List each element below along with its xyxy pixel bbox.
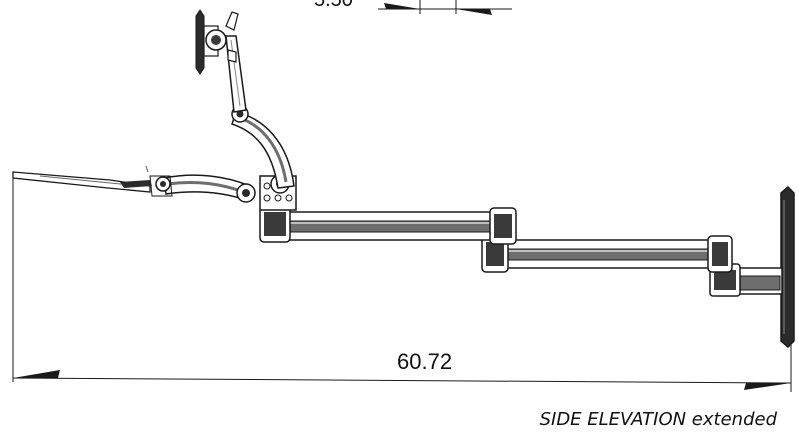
- monitor-tilt-head: [195, 9, 239, 75]
- dimension-arrow-right: [744, 383, 791, 390]
- top-dimension: 5.50: [314, 0, 512, 15]
- keyboard-tray: [12, 165, 152, 193]
- lower-extension-arm: [481, 235, 733, 273]
- overall-dimension-value: 60.72: [397, 349, 452, 374]
- top-dim-arrow-left: [384, 3, 420, 9]
- upper-extension-arm: [259, 205, 517, 245]
- wall-mount-plate: [780, 185, 795, 349]
- drawing-caption: SIDE ELEVATION extended: [539, 409, 777, 430]
- overall-dimension: 60.72: [12, 176, 792, 392]
- keyboard-arm: [149, 174, 256, 203]
- dimension-arrow-left: [13, 370, 60, 378]
- dimension-line: [12, 377, 792, 384]
- top-dimension-value: 5.50: [314, 0, 353, 11]
- top-dim-arrow-right: [456, 9, 492, 15]
